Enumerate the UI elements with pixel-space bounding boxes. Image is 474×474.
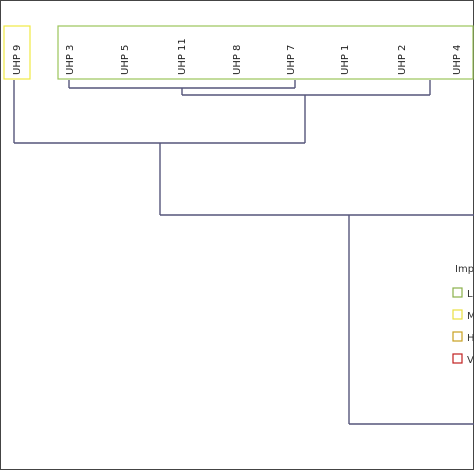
group-box-l <box>57 25 474 80</box>
leaf-label: UHP 5 <box>120 45 131 75</box>
leaf-label: UHP 8 <box>232 45 243 75</box>
legend-label: V <box>467 355 474 366</box>
leaf-label: UHP 3 <box>65 45 76 75</box>
dendrogram-branches <box>13 80 474 425</box>
legend-swatch-m <box>452 309 463 320</box>
leaf-labels: UHP 9 UHP 3 UHP 5 UHP 11 UHP 8 UHP 7 UHP… <box>12 38 463 75</box>
legend: Imp L M H V <box>452 264 474 366</box>
legend-swatch-v <box>452 353 463 364</box>
legend-swatch-h <box>452 331 463 342</box>
legend-label: L <box>467 289 473 300</box>
group-box-m <box>3 25 31 80</box>
legend-label: M <box>467 311 474 322</box>
legend-title: Imp <box>455 264 474 275</box>
leaf-label: UHP 11 <box>177 38 188 75</box>
leaf-label: UHP 1 <box>340 45 351 75</box>
legend-label: H <box>467 333 474 344</box>
leaf-label: UHP 2 <box>397 45 408 75</box>
leaf-label: UHP 7 <box>286 45 297 75</box>
leaf-label: UHP 4 <box>452 45 463 75</box>
legend-swatch-l <box>452 287 463 298</box>
leaf-label: UHP 9 <box>12 45 23 75</box>
